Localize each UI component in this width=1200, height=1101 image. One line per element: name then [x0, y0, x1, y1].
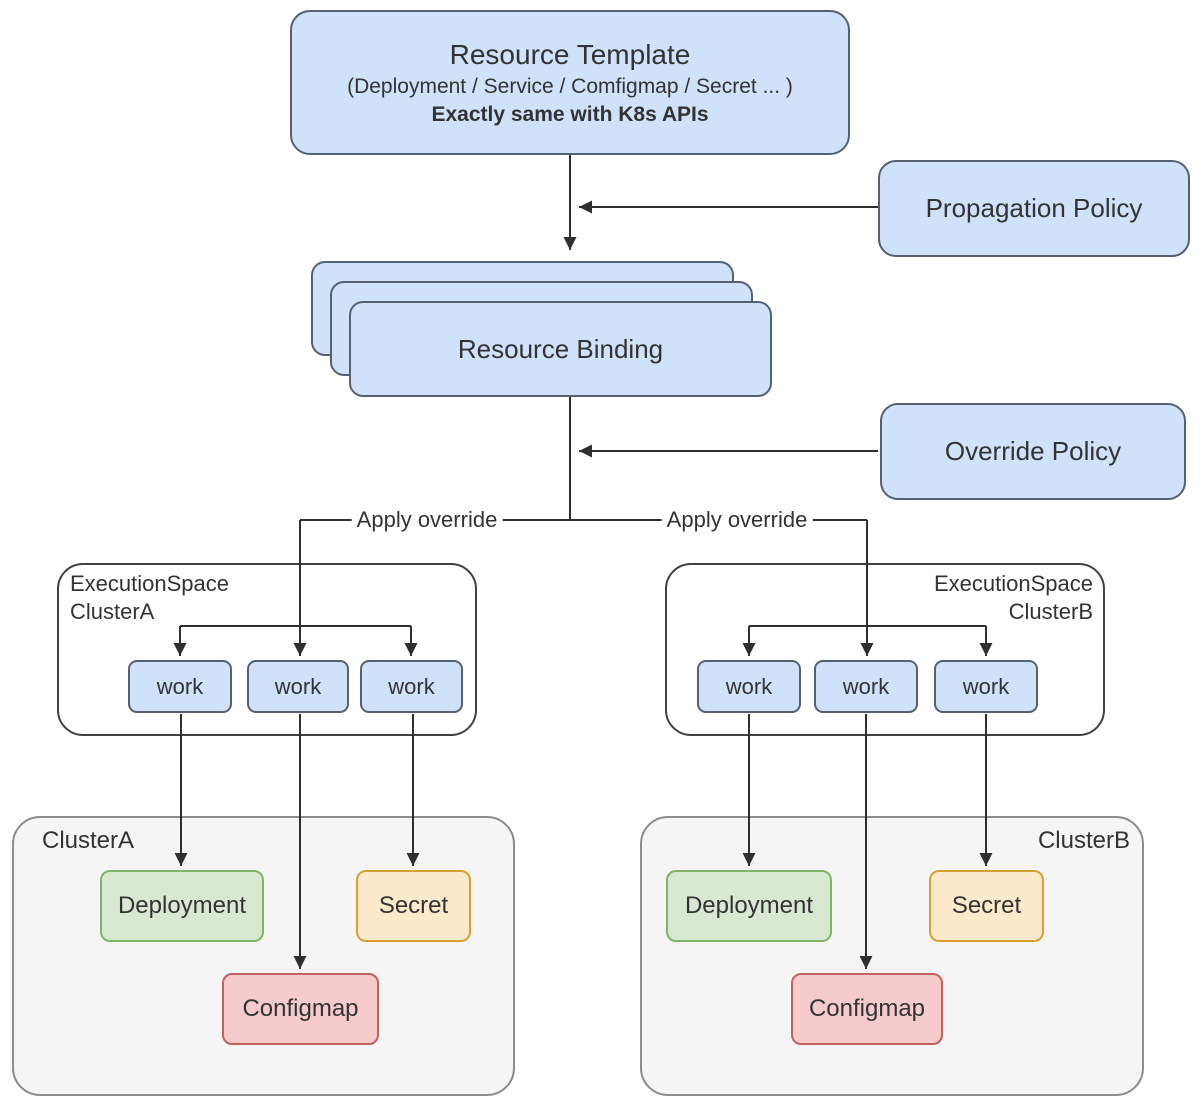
- work-box-a3: work: [360, 660, 463, 713]
- deployment-box-b: Deployment: [666, 870, 832, 942]
- cluster-b-box: [640, 816, 1144, 1096]
- cluster-a-box: [12, 816, 515, 1096]
- configmap-label: Configmap: [242, 995, 359, 1022]
- apply-override-label-right: Apply override: [661, 507, 813, 533]
- apply-override-label-left: Apply override: [351, 507, 503, 533]
- work-box-b2: work: [814, 660, 918, 713]
- work-label: work: [274, 673, 322, 699]
- deployment-label: Deployment: [684, 892, 814, 919]
- resource-binding-box: Resource Binding: [349, 301, 772, 397]
- work-label: work: [962, 673, 1010, 699]
- resource-binding-label: Resource Binding: [457, 333, 664, 364]
- propagation-policy-label: Propagation Policy: [925, 193, 1143, 223]
- secret-box-b: Secret: [929, 870, 1044, 942]
- execution-space-b-line1: ExecutionSpace: [934, 571, 1093, 596]
- resource-template-title: Resource Template: [449, 39, 691, 70]
- work-label: work: [725, 673, 773, 699]
- execution-space-a-line1: ExecutionSpace: [70, 571, 229, 596]
- resource-template-note: Exactly same with K8s APIs: [431, 102, 709, 126]
- execution-space-a-line2: ClusterA: [70, 599, 155, 624]
- override-policy-box: Override Policy: [880, 403, 1186, 500]
- configmap-box-a: Configmap: [222, 973, 379, 1045]
- work-box-a1: work: [128, 660, 232, 713]
- execution-space-b-line2: ClusterB: [1008, 599, 1093, 624]
- line-branch-left: [180, 520, 411, 627]
- execution-space-a-label: ExecutionSpace ClusterA: [70, 570, 229, 626]
- resource-template-box: Resource Template (Deployment / Service …: [290, 10, 850, 155]
- configmap-box-b: Configmap: [791, 973, 943, 1045]
- secret-label: Secret: [378, 892, 449, 919]
- secret-box-a: Secret: [356, 870, 471, 942]
- propagation-policy-box: Propagation Policy: [878, 160, 1190, 257]
- resource-template-subtitle: (Deployment / Service / Comfigmap / Secr…: [347, 75, 793, 99]
- deployment-box-a: Deployment: [100, 870, 264, 942]
- work-box-a2: work: [247, 660, 349, 713]
- secret-label: Secret: [951, 892, 1022, 919]
- work-box-b1: work: [697, 660, 801, 713]
- work-label: work: [156, 673, 204, 699]
- override-policy-label: Override Policy: [944, 436, 1122, 466]
- work-label: work: [388, 673, 435, 699]
- deployment-label: Deployment: [117, 892, 247, 919]
- work-box-b3: work: [934, 660, 1038, 713]
- work-label: work: [842, 673, 890, 699]
- configmap-label: Configmap: [808, 995, 926, 1022]
- cluster-b-label: ClusterB: [1037, 827, 1130, 854]
- cluster-a-label: ClusterA: [42, 827, 135, 854]
- execution-space-b-label: ExecutionSpace ClusterB: [853, 570, 1093, 626]
